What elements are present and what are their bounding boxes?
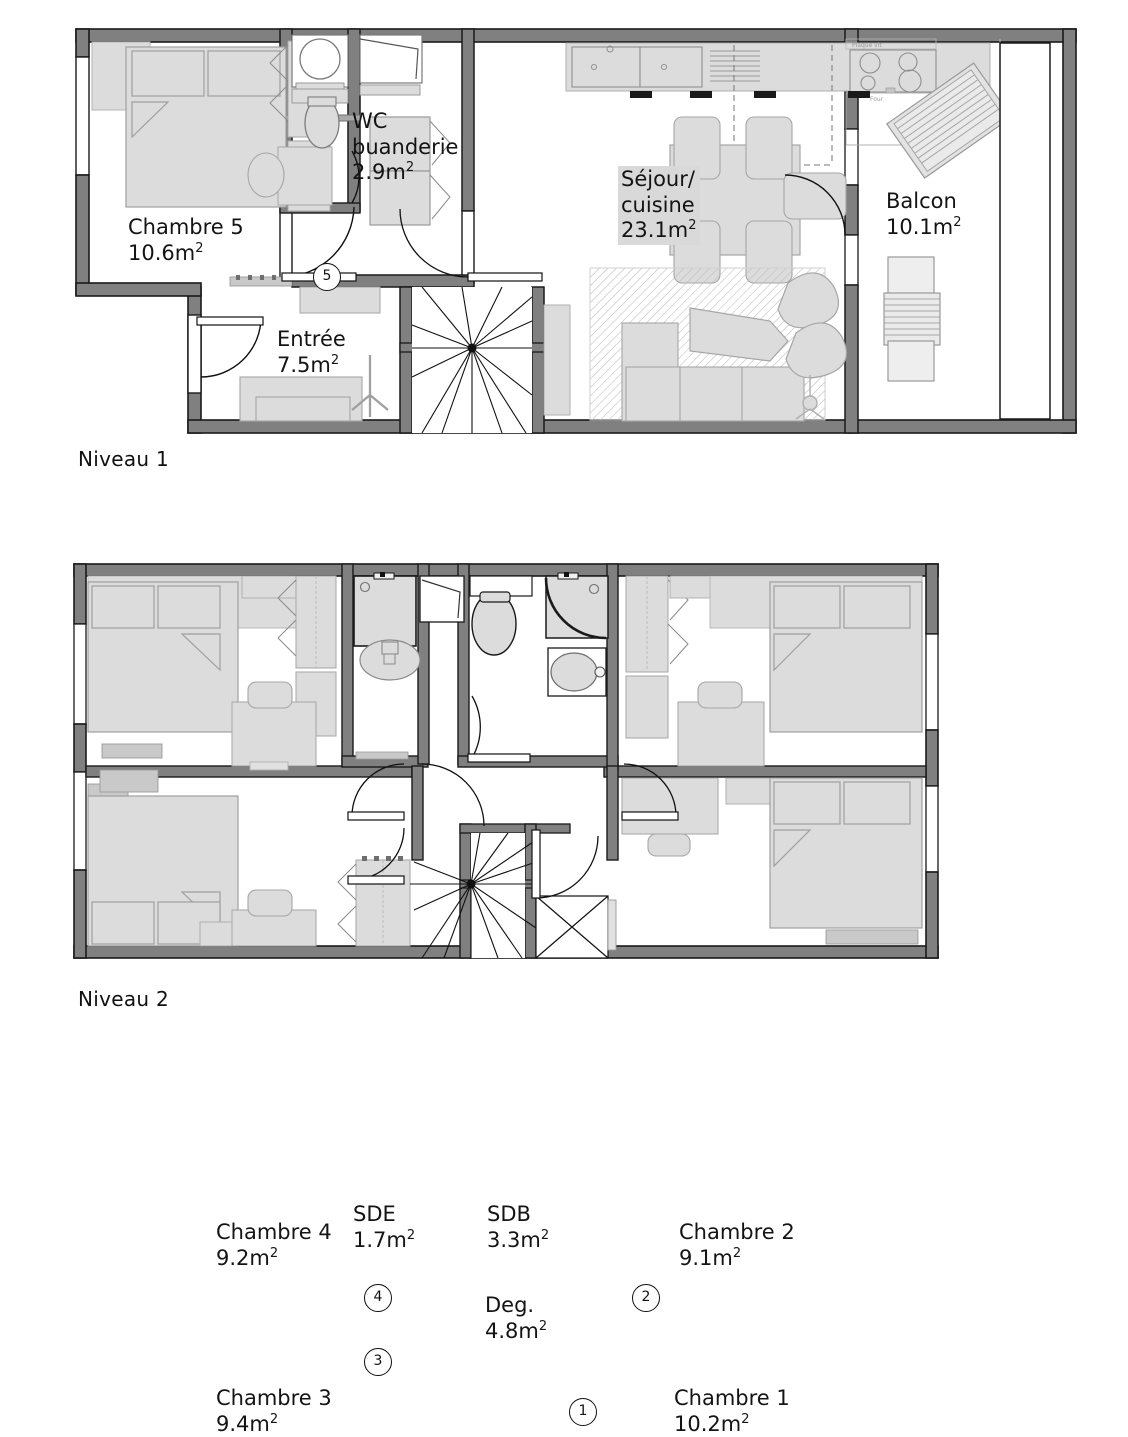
chambre2-furniture [625, 575, 923, 767]
chambre1-furniture [621, 777, 923, 945]
window-left-2a [73, 623, 87, 725]
level-caption-niveau-1: Niveau 1 [78, 447, 170, 471]
floor-plan-page: Plaque vit Four [70, 25, 1082, 1436]
door-swing-2 [623, 763, 677, 817]
door-marker-2: 2 [632, 1284, 660, 1312]
door-marker-5: 5 [313, 263, 341, 291]
door-swing-hall [399, 208, 469, 278]
door-swing-deg [421, 763, 485, 827]
svg-text:Four: Four [870, 96, 884, 103]
door-swing-1 [535, 835, 599, 899]
chambre3-furniture [87, 769, 411, 947]
svg-text:Plaque vit: Plaque vit [852, 42, 882, 49]
exterior-wall-top-2 [73, 563, 939, 577]
room-label-chambre-4: Chambre 4 9.2m2 [216, 1220, 332, 1270]
window-right-2b [925, 785, 939, 873]
window-left-2 [187, 314, 202, 394]
sde-fixtures [353, 572, 465, 760]
balcony-door-swing [784, 174, 846, 236]
door-opening-chambre5 [279, 210, 293, 284]
level-caption-niveau-2: Niveau 2 [78, 987, 170, 1011]
room-label-chambre-1: Chambre 1 10.2m2 [674, 1386, 790, 1436]
door-marker-4: 4 [364, 1284, 392, 1312]
sdb-fixtures [467, 572, 609, 763]
entree-furniture [239, 286, 389, 422]
coat-stand-icon [351, 355, 389, 417]
room-label-chambre-2: Chambre 2 9.1m2 [679, 1220, 795, 1270]
door-marker-1: 1 [569, 1398, 597, 1426]
storage-under-stairs [535, 895, 617, 959]
room-label-entree: Entrée 7.5m2 [277, 327, 346, 377]
wc-buanderie-fixtures [291, 34, 349, 149]
niveau-1-drawing: Plaque vit Four [75, 28, 1077, 434]
room-label-chambre-3: Chambre 3 9.4m2 [216, 1386, 332, 1436]
floor-plan-niveau-2: Chambre 4 9.2m2 SDE 1.7m2 SDB 3.3m2 Cham… [70, 562, 942, 1436]
door-swing-4 [351, 763, 405, 817]
room-label-wc-buanderie: WC buanderie 2.9m2 [352, 109, 459, 185]
door-marker-3: 3 [364, 1348, 392, 1376]
entry-door-swing [200, 316, 262, 378]
spiral-staircase-level2 [410, 832, 537, 959]
chambre4-furniture [87, 575, 337, 771]
floor-plan-niveau-1: Plaque vit Four [70, 25, 1082, 437]
room-label-balcon: Balcon 10.1m2 [886, 189, 962, 239]
room-label-sdb: SDB 3.3m2 [487, 1202, 550, 1252]
room-label-sejour-cuisine: Séjour/ cuisine 23.1m2 [618, 166, 700, 245]
spiral-staircase-level1 [411, 286, 533, 434]
room-label-degagement: Deg. 4.8m2 [485, 1293, 548, 1343]
exterior-wall-top [75, 28, 1077, 43]
window-left-2b [73, 771, 87, 871]
window-right-2a [925, 633, 939, 731]
door-swing-wc [351, 150, 360, 204]
room-label-sde: SDE 1.7m2 [353, 1202, 416, 1252]
niveau-2-drawing [73, 563, 939, 959]
balcon-furniture [883, 42, 1051, 420]
kitchen-units: Plaque vit Four [565, 38, 1001, 166]
room-label-chambre-5: Chambre 5 10.6m2 [128, 215, 244, 265]
living-area [589, 267, 847, 422]
window-left-1 [75, 56, 90, 176]
